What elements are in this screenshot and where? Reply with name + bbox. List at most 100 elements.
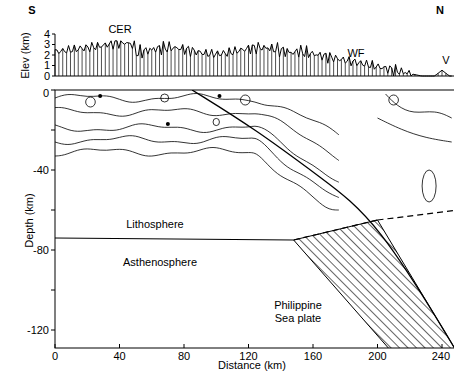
velocity-contour — [55, 147, 339, 210]
tick — [52, 76, 55, 77]
elevation-bar — [267, 48, 268, 76]
tick — [52, 34, 55, 35]
elevation-bar — [190, 57, 191, 76]
elevation-bar — [151, 50, 152, 76]
elevation-bar — [283, 47, 284, 76]
region-label: Philippine Sea plate — [267, 299, 329, 325]
elevation-bar — [124, 44, 125, 76]
tick — [51, 330, 55, 331]
velocity-contour — [386, 94, 452, 118]
place-label: WF — [347, 47, 364, 60]
slab-hatch — [294, 220, 454, 348]
tick-label: 0 — [52, 350, 58, 363]
elevation-bar — [159, 46, 160, 76]
elevation-profile — [55, 41, 452, 76]
contour-loop — [422, 170, 436, 202]
elevation-bar — [279, 57, 280, 76]
velocity-contour — [55, 107, 339, 160]
contour-dot — [217, 94, 221, 98]
tick-label: 0 — [44, 70, 50, 83]
elevation-bar — [62, 49, 63, 76]
elevation-bar — [74, 45, 75, 76]
elevation-bar — [70, 52, 71, 76]
elevation-bar — [364, 66, 365, 76]
section-frame — [55, 90, 454, 348]
elevation-bar — [345, 63, 346, 76]
tick-label: 40 — [113, 350, 125, 363]
elevation-bar — [109, 44, 110, 76]
elevation-bar — [368, 67, 369, 76]
elevation-bar — [302, 54, 303, 76]
tick — [313, 344, 314, 348]
tick — [52, 44, 55, 45]
tick — [51, 170, 55, 171]
elevation-bar — [194, 50, 195, 76]
slab-top — [192, 90, 454, 348]
elevation-bar — [333, 62, 334, 76]
tick — [51, 290, 55, 291]
elevation-bar — [275, 52, 276, 76]
lab-boundary — [55, 238, 294, 240]
elevation-bar — [287, 49, 288, 76]
elevation-bar — [202, 54, 203, 76]
elevation-bar — [120, 41, 121, 76]
elevation-bar — [256, 54, 257, 76]
lab-dashed — [378, 210, 454, 220]
velocity-contour — [55, 94, 339, 135]
tick — [52, 55, 55, 56]
lab-dashed — [294, 220, 378, 240]
direction-label: N — [436, 4, 444, 17]
axes — [51, 34, 454, 348]
elevation-bar — [383, 67, 384, 76]
tick — [51, 130, 55, 131]
elevation-bar — [240, 48, 241, 76]
elevation-bar — [298, 57, 299, 76]
contour-dot — [98, 94, 102, 98]
place-label: V — [442, 54, 449, 67]
elevation-bar — [113, 49, 114, 76]
elevation-bar — [310, 54, 311, 76]
elevation-bar — [89, 52, 90, 76]
tick — [184, 344, 185, 348]
axis-title: Distance (km) — [218, 359, 286, 372]
tick-label: 80 — [178, 350, 190, 363]
elevation-bar — [341, 60, 342, 76]
elevation-bar — [182, 45, 183, 76]
tick-label: 0 — [43, 87, 49, 100]
velocity-contour — [55, 136, 339, 198]
elevation-bar — [58, 54, 59, 76]
elevation-bar — [221, 55, 222, 76]
region-label: Lithosphere — [126, 218, 184, 231]
tick — [55, 344, 56, 348]
elevation-bar — [252, 45, 253, 76]
elevation-bar — [271, 44, 272, 76]
contour-loop — [389, 95, 399, 105]
elevation-bar — [294, 52, 295, 76]
elevation-bar — [236, 53, 237, 76]
elevation-bar — [352, 61, 353, 76]
elevation-bar — [318, 55, 319, 76]
elevation-bar — [322, 60, 323, 76]
elevation-bar — [337, 59, 338, 76]
elevation-bar — [105, 43, 106, 76]
tick — [248, 344, 249, 348]
elevation-bar — [155, 52, 156, 76]
elevation-bar — [376, 67, 377, 76]
axis-title: Elev (km) — [19, 32, 32, 78]
elevation-bar — [116, 41, 117, 76]
elevation-bar — [209, 55, 210, 76]
elevation-bar — [360, 61, 361, 76]
tick-label: -40 — [33, 164, 49, 177]
tick — [442, 344, 443, 348]
elevation-bar — [93, 48, 94, 76]
tick — [51, 90, 55, 91]
velocity-section — [55, 90, 454, 348]
contour-loop — [240, 95, 250, 105]
contour-loop — [86, 97, 96, 107]
elevation-bar — [186, 48, 187, 76]
velocity-contour — [55, 124, 339, 182]
tick-label: -80 — [33, 244, 49, 257]
elevation-bar — [128, 43, 129, 76]
elevation-bar — [144, 50, 145, 76]
